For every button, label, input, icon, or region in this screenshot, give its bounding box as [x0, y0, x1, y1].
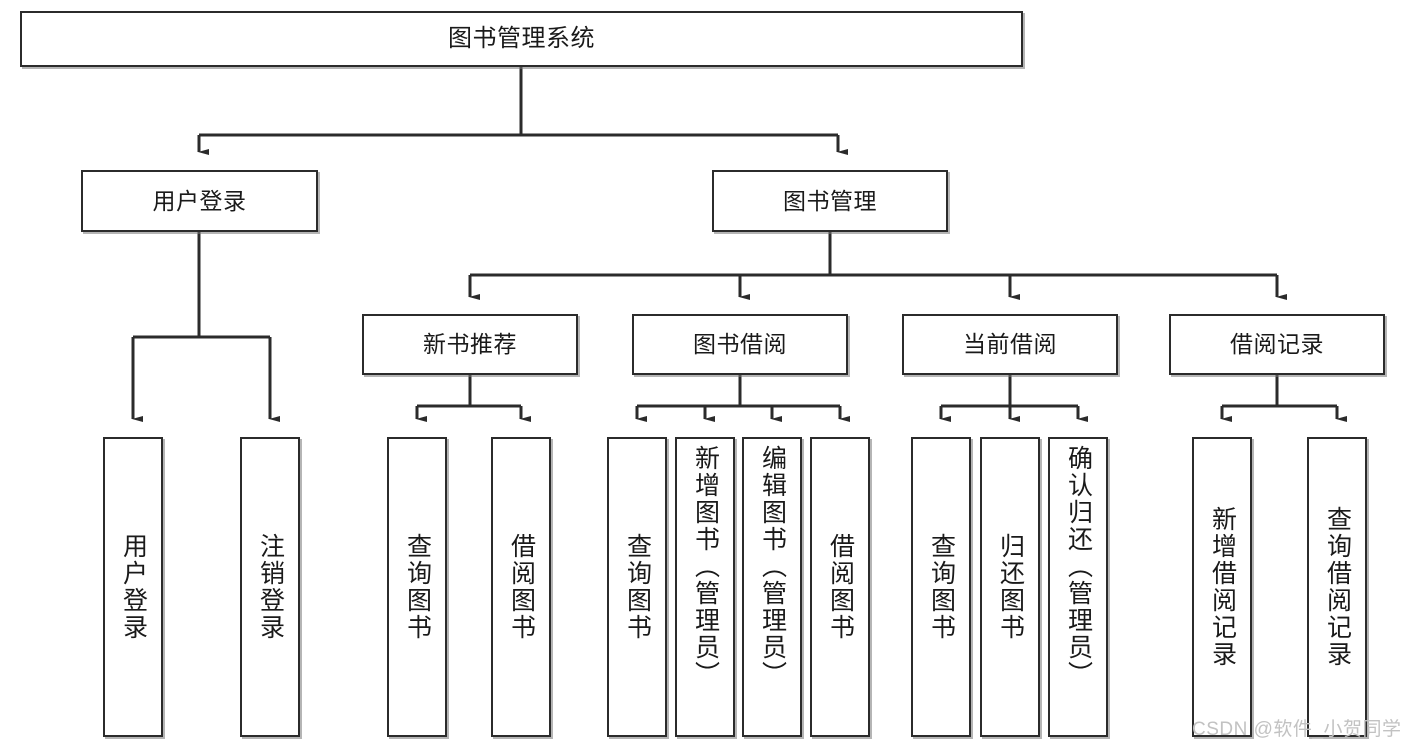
- node-book-borrow-label: 图书借阅: [693, 331, 787, 358]
- node-leaf-query-book-a-label: 查询图书: [403, 533, 432, 641]
- node-root-label: 图书管理系统: [448, 25, 595, 53]
- node-leaf-return-book-label: 归还图书: [996, 533, 1025, 641]
- node-leaf-return-book[interactable]: 归还图书: [980, 437, 1040, 737]
- node-leaf-query-book-c[interactable]: 查询图书: [911, 437, 971, 737]
- node-current-borrow[interactable]: 当前借阅: [902, 314, 1118, 375]
- node-leaf-edit-book[interactable]: 编辑图书（管理员）: [742, 437, 802, 737]
- node-leaf-query-record[interactable]: 查询借阅记录: [1307, 437, 1367, 737]
- node-user-login[interactable]: 用户登录: [81, 170, 318, 232]
- node-leaf-borrow-book-a-label: 借阅图书: [507, 533, 536, 641]
- node-root[interactable]: 图书管理系统: [20, 11, 1023, 67]
- node-leaf-query-book-c-label: 查询图书: [927, 533, 956, 641]
- node-leaf-logout[interactable]: 注销登录: [240, 437, 300, 737]
- node-leaf-confirm-return-label: 确认归还（管理员）: [1064, 445, 1093, 688]
- node-leaf-user-login[interactable]: 用户登录: [103, 437, 163, 737]
- node-book-management-label: 图书管理: [783, 187, 877, 214]
- node-leaf-add-record[interactable]: 新增借阅记录: [1192, 437, 1252, 737]
- node-current-borrow-label: 当前借阅: [963, 331, 1057, 358]
- node-new-book-recommend-label: 新书推荐: [423, 331, 517, 358]
- node-leaf-query-book-b[interactable]: 查询图书: [607, 437, 667, 737]
- node-leaf-add-record-label: 新增借阅记录: [1208, 506, 1237, 668]
- node-leaf-add-book[interactable]: 新增图书（管理员）: [675, 437, 735, 737]
- node-leaf-query-record-label: 查询借阅记录: [1323, 506, 1352, 668]
- node-leaf-confirm-return[interactable]: 确认归还（管理员）: [1048, 437, 1108, 737]
- node-user-login-label: 用户登录: [152, 187, 247, 214]
- node-book-management[interactable]: 图书管理: [712, 170, 948, 232]
- node-book-borrow[interactable]: 图书借阅: [632, 314, 848, 375]
- node-leaf-borrow-book-b-label: 借阅图书: [826, 533, 855, 641]
- node-leaf-query-book-a[interactable]: 查询图书: [387, 437, 447, 737]
- node-borrow-record-label: 借阅记录: [1230, 331, 1324, 358]
- csdn-watermark: CSDN @软件_小贺同学: [1192, 719, 1402, 740]
- node-leaf-query-book-b-label: 查询图书: [623, 533, 652, 641]
- node-leaf-borrow-book-b[interactable]: 借阅图书: [810, 437, 870, 737]
- node-leaf-user-login-label: 用户登录: [119, 533, 148, 641]
- node-leaf-borrow-book-a[interactable]: 借阅图书: [491, 437, 551, 737]
- node-leaf-add-book-label: 新增图书（管理员）: [691, 445, 720, 688]
- node-leaf-logout-label: 注销登录: [256, 533, 285, 641]
- node-new-book-recommend[interactable]: 新书推荐: [362, 314, 578, 375]
- node-leaf-edit-book-label: 编辑图书（管理员）: [758, 445, 787, 688]
- node-borrow-record[interactable]: 借阅记录: [1169, 314, 1385, 375]
